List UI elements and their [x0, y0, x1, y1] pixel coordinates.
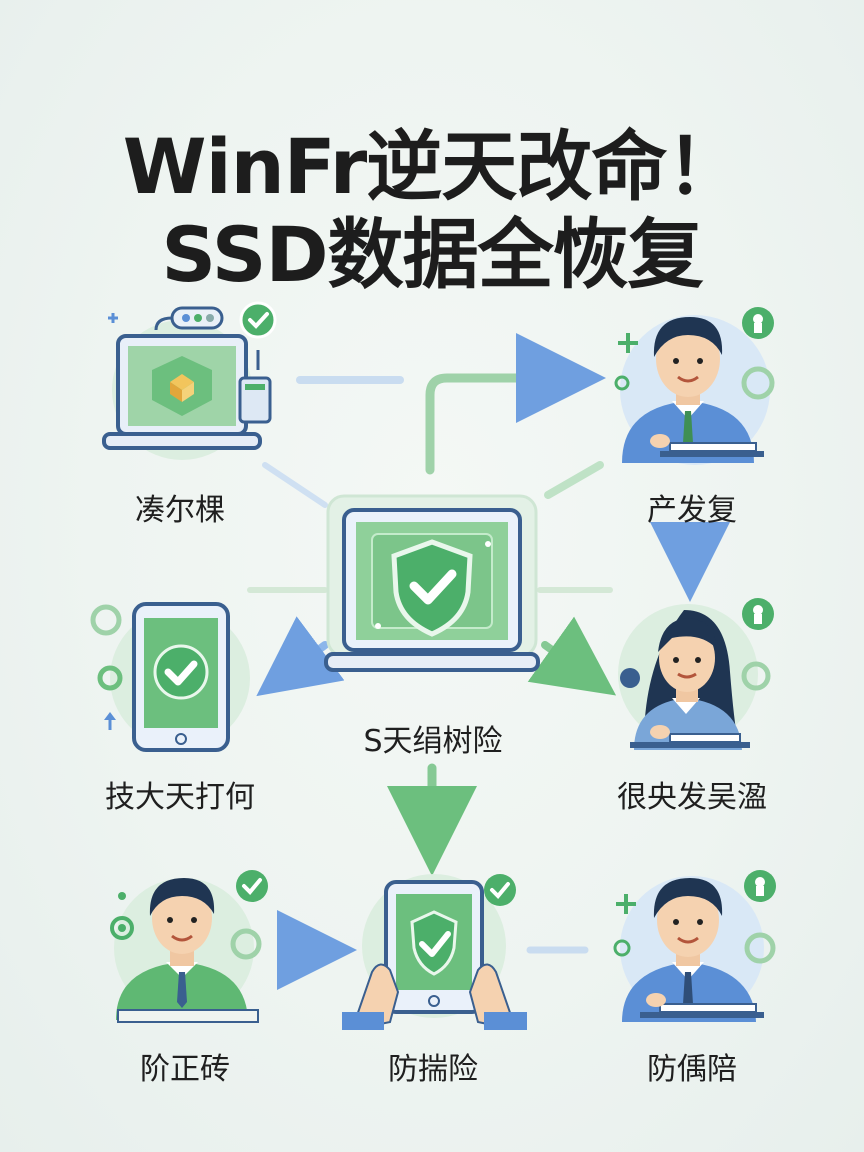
node-bottom-right	[600, 858, 785, 1028]
woman-icon	[618, 598, 774, 750]
connector-center-to-tr	[425, 333, 606, 475]
node-center-label: S天绢树险	[363, 724, 503, 759]
connector-tl-diag	[262, 462, 328, 508]
node-top-left	[90, 290, 290, 470]
title-line-2: SSD数据全恢复	[161, 209, 703, 299]
node-bottom-left	[96, 860, 276, 1028]
page-title: WinFr逆天改命！ SSD数据全恢复	[0, 121, 864, 299]
hands-tablet-icon	[342, 874, 527, 1032]
shield-check-icon	[324, 494, 540, 672]
title-line-1: WinFr逆天改命！	[122, 121, 743, 211]
node-center	[318, 488, 548, 688]
node-mid-left-label: 技大天打何	[105, 780, 255, 815]
connector-center-to-ml	[256, 616, 345, 697]
node-mid-right-label: 很央发吴溋	[617, 780, 767, 815]
node-top-right	[600, 295, 785, 470]
person-icon	[613, 870, 776, 1022]
laptop-icon	[102, 301, 277, 460]
node-bottom-right-label: 防偊陪	[647, 1052, 737, 1087]
node-top-right-label: 产发复	[647, 493, 737, 528]
connector-tr-diag	[544, 461, 604, 499]
node-mid-left	[88, 598, 263, 758]
node-bottom-center	[342, 862, 527, 1032]
node-bottom-left-label: 阶正砖	[140, 1052, 230, 1087]
connector-center-to-mr	[527, 616, 617, 696]
tablet-icon	[90, 602, 250, 752]
person-icon	[110, 870, 268, 1023]
person-icon	[614, 307, 775, 465]
node-top-left-label: 凑尔棵	[135, 493, 225, 528]
node-mid-right	[600, 592, 785, 754]
node-bottom-center-label: 防揣险	[388, 1052, 478, 1087]
